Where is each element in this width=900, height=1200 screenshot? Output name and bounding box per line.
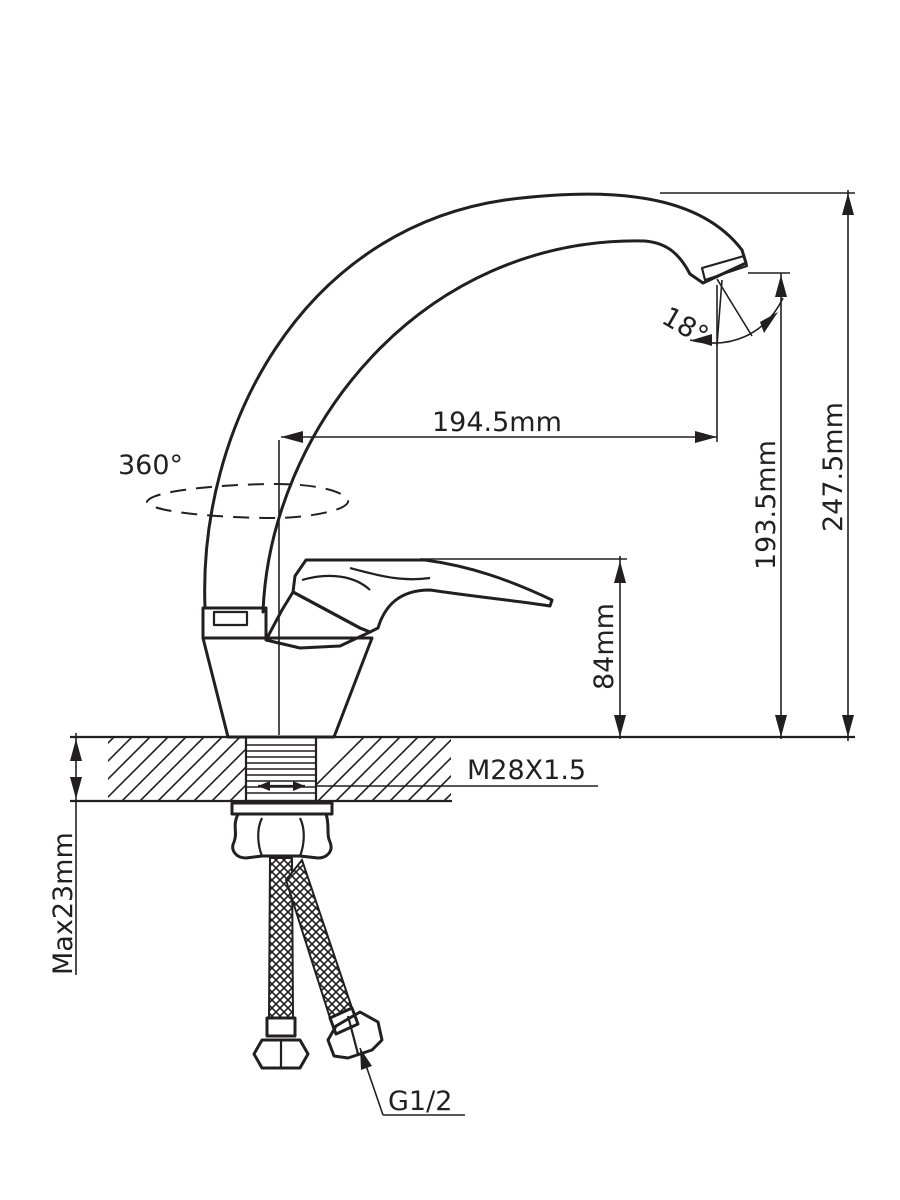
deck-thickness-label: Max23mm	[48, 832, 79, 975]
hose-right	[284, 857, 354, 1020]
deck-hatch-left	[108, 737, 246, 801]
spout-height-label: 193.5mm	[751, 440, 782, 570]
deck-hatch-right	[316, 737, 451, 801]
mounting-nut	[230, 801, 334, 860]
rotation-label: 360°	[118, 450, 183, 481]
dimension-handle-height: 84mm	[420, 556, 627, 739]
countertop-section	[70, 735, 855, 803]
reach-label: 194.5mm	[432, 407, 562, 438]
dimension-deck-thickness: Max23mm	[48, 733, 82, 975]
handle-height-label: 84mm	[589, 603, 620, 690]
connection-label: G1/2	[388, 1086, 452, 1117]
lever-handle	[264, 558, 554, 650]
angle-label: 18°	[657, 301, 714, 352]
rotation-indicator: 360°	[118, 450, 350, 520]
threaded-shank	[244, 735, 318, 803]
dimension-reach: 194.5mm	[281, 285, 718, 443]
total-height-label: 247.5mm	[818, 402, 849, 532]
dimension-spout-height: 193.5mm	[748, 272, 790, 739]
connection-callout: G1/2	[359, 1047, 465, 1117]
faucet-body	[201, 636, 374, 739]
thread-label: M28X1.5	[467, 755, 586, 786]
hose-nut-right	[326, 1010, 384, 1060]
dimension-angle: 18°	[657, 278, 784, 352]
hose-nut-left	[252, 1038, 310, 1070]
supply-hoses	[252, 857, 384, 1070]
dimension-total-height: 247.5mm	[660, 190, 855, 741]
thread-callout: M28X1.5	[316, 755, 598, 787]
